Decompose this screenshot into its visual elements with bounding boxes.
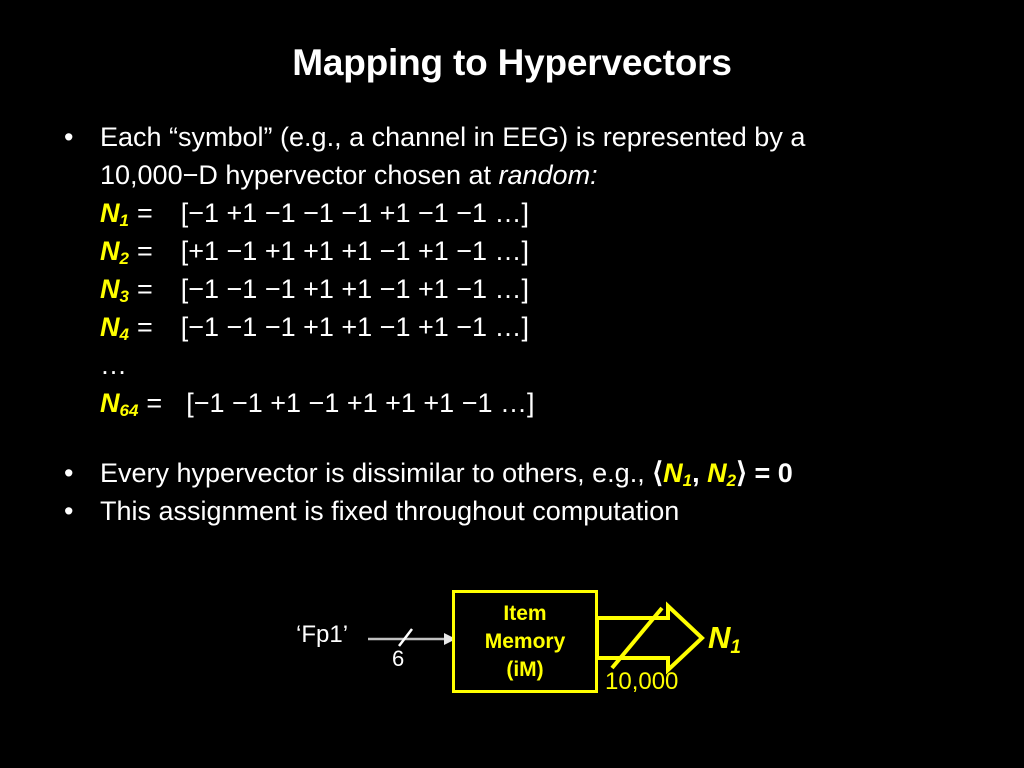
body-spacer [62, 422, 962, 454]
input-arrow-icon [368, 628, 456, 647]
inline-equals-zero: = 0 [747, 458, 793, 488]
vector-label-n1: N1 [100, 198, 129, 230]
inline-label-n2: N2 [707, 458, 737, 490]
vector-values-n1: [−1 +1 −1 −1 −1 +1 −1 −1 …] [180, 198, 530, 228]
bullet-item-second: • Every hypervector is dissimilar to othe… [62, 454, 962, 492]
bullet-item-first-line2: 10,000−D hypervector chosen at random: [62, 156, 962, 194]
vector-label-n64: N64 [100, 388, 139, 420]
vector-equals-n64: = [146, 388, 163, 418]
bullet-third-text: This assignment is fixed throughout comp… [100, 496, 680, 526]
slide-body: • Each “symbol” (e.g., a channel in EEG)… [62, 118, 962, 530]
item-memory-box: Item Memory (iM) [452, 590, 598, 693]
vector-row-n64: N64= [−1 −1 +1 −1 +1 +1 +1 −1 …] [62, 384, 962, 422]
item-memory-line3: (iM) [506, 657, 544, 681]
vector-label-n3: N3 [100, 274, 129, 306]
vector-row-n4: N4= [−1 −1 −1 +1 +1 −1 +1 −1 …] [62, 308, 962, 346]
vector-equals-n4: = [136, 312, 153, 342]
bullet-first-text-line1: Each “symbol” (e.g., a channel in EEG) i… [100, 122, 806, 152]
vector-equals-n2: = [136, 236, 153, 266]
inline-comma: , [692, 458, 708, 488]
bullet-second-text: Every hypervector is dissimilar to other… [100, 458, 653, 488]
item-memory-line2: Memory [484, 629, 566, 653]
vector-values-n64: [−1 −1 +1 −1 +1 +1 +1 −1 …] [186, 388, 535, 418]
angle-bracket-close: ⟩ [736, 457, 748, 488]
vector-label-n4: N4 [100, 312, 129, 344]
vector-values-n4: [−1 −1 −1 +1 +1 −1 +1 −1 …] [180, 312, 530, 342]
output-bus-width-label: 10,000 [605, 668, 679, 695]
bullet-first-text-italic: random: [498, 160, 598, 190]
vector-equals-n3: = [136, 274, 153, 304]
vector-values-n2: [+1 −1 +1 +1 +1 −1 +1 −1 …] [180, 236, 530, 266]
page-title: Mapping to Hypervectors [292, 42, 732, 83]
inline-label-n1: N1 [663, 458, 693, 490]
vector-rows-ellipsis: … [100, 350, 127, 380]
vector-label-n2: N2 [100, 236, 129, 268]
output-block-arrow-icon [595, 601, 705, 675]
bullet-marker-icon: • [64, 496, 74, 526]
vector-row-n1: N1= [−1 +1 −1 −1 −1 +1 −1 −1 …] [62, 194, 962, 232]
vector-row-n3: N3= [−1 −1 −1 +1 +1 −1 +1 −1 …] [62, 270, 962, 308]
bullet-first-text-line2: 10,000−D hypervector chosen at [100, 160, 499, 190]
vector-row-n2: N2= [+1 −1 +1 +1 +1 −1 +1 −1 …] [62, 232, 962, 270]
bullet-item-first-line1: • Each “symbol” (e.g., a channel in EEG)… [62, 118, 962, 156]
bullet-item-third: • This assignment is fixed throughout co… [62, 492, 962, 530]
input-signal-label: ‘Fp1’ [296, 621, 349, 648]
input-bus-width-label: 6 [392, 646, 405, 671]
bullet-marker-icon: • [64, 122, 74, 152]
angle-bracket-open: ⟨ [652, 457, 664, 488]
vector-values-n3: [−1 −1 −1 +1 +1 −1 +1 −1 …] [180, 274, 530, 304]
output-hypervector-label: N1 [708, 620, 741, 658]
item-memory-line1: Item [503, 601, 547, 625]
vector-equals-n1: = [136, 198, 153, 228]
bullet-marker-icon: • [64, 458, 74, 488]
